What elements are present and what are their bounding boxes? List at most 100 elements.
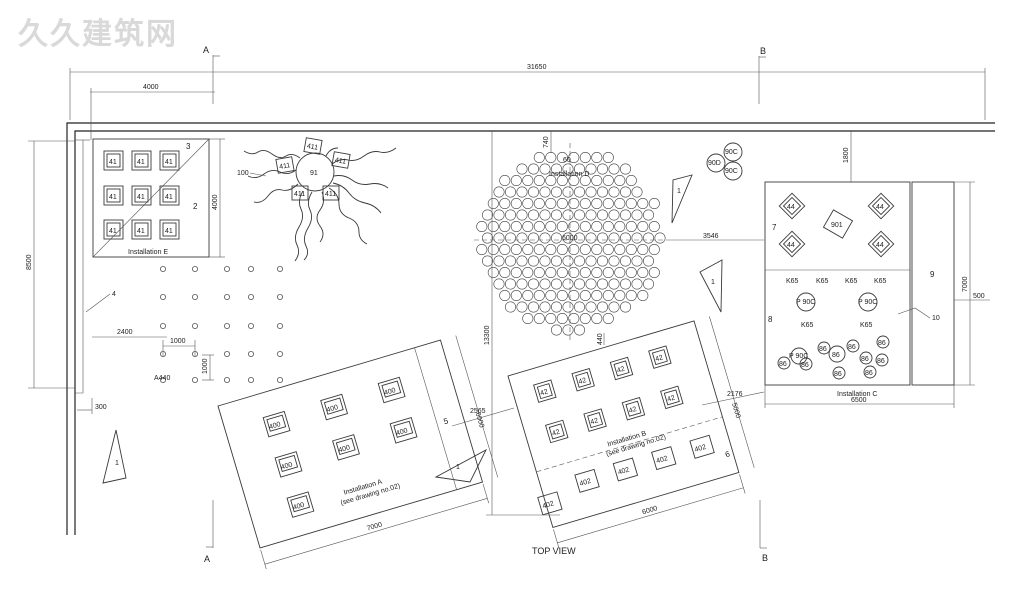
svg-text:90C: 90C [725, 149, 738, 156]
section-marker-b-top: B [758, 46, 766, 104]
svg-text:5000: 5000 [730, 402, 741, 419]
installation-d-unit [579, 221, 591, 233]
svg-text:100: 100 [237, 170, 249, 177]
installation-d-unit [631, 255, 643, 267]
installation-d-unit [522, 221, 534, 233]
installation-d-unit [619, 163, 631, 175]
svg-text:440: 440 [597, 333, 604, 345]
svg-text:8500: 8500 [26, 254, 33, 270]
installation-d-unit [619, 255, 631, 267]
svg-text:7000: 7000 [962, 276, 969, 292]
svg-text:41: 41 [137, 159, 145, 166]
svg-text:B: B [762, 553, 768, 563]
column-dot [276, 376, 283, 383]
installation-d-unit [631, 278, 643, 290]
svg-text:Installation C: Installation C [837, 391, 877, 398]
svg-text:A: A [203, 45, 209, 55]
installation-d-unit [596, 301, 608, 313]
svg-text:411: 411 [325, 191, 336, 198]
installation-d-unit [596, 232, 608, 244]
installation-d-unit [585, 163, 597, 175]
installation-d-unit [493, 255, 505, 267]
section-marker-a-top: A [203, 45, 220, 104]
installation-d-unit [608, 278, 620, 290]
column-dot [159, 376, 166, 383]
installation-d-unit [545, 152, 557, 164]
svg-text:1: 1 [115, 460, 119, 467]
installation-d-unit [579, 312, 591, 324]
installation-d-unit [568, 289, 580, 301]
sun-installation: 91 411 411 411 411 411 100 [237, 137, 397, 262]
svg-text:6000: 6000 [641, 505, 658, 516]
installation-d-unit [648, 198, 660, 210]
column-dot [276, 293, 283, 300]
installation-d-unit [556, 266, 568, 278]
installation-d-unit [487, 266, 499, 278]
installation-d-unit [499, 198, 511, 210]
svg-text:400: 400 [326, 404, 339, 414]
svg-text:86: 86 [861, 356, 869, 363]
svg-text:3: 3 [186, 142, 191, 151]
triangle-marker-1d: 1 [699, 259, 723, 313]
installation-d-unit [527, 186, 539, 198]
sun-rays [243, 147, 397, 262]
svg-text:411: 411 [294, 191, 305, 198]
svg-text:2: 2 [193, 202, 198, 211]
column-dot [247, 265, 254, 272]
svg-text:10: 10 [932, 315, 940, 322]
installation-d-unit [625, 266, 637, 278]
section-marker-b-bottom: B [759, 500, 768, 563]
installation-d-unit [568, 152, 580, 164]
installation-d-unit [608, 255, 620, 267]
svg-text:1000: 1000 [202, 358, 209, 374]
installation-d-unit [516, 163, 528, 175]
svg-text:500: 500 [973, 293, 985, 300]
installation-d-unit [545, 221, 557, 233]
svg-text:86: 86 [779, 361, 787, 368]
installation-d-unit [602, 312, 614, 324]
installation-d-unit [573, 278, 585, 290]
installation-d-unit [550, 186, 562, 198]
installation-d-unit [642, 209, 654, 221]
svg-text:402: 402 [617, 467, 630, 477]
installation-d-unit [522, 198, 534, 210]
installation-d-unit [602, 266, 614, 278]
triangle-marker-1b: 1 [434, 448, 488, 483]
installation-d-unit [602, 221, 614, 233]
installation-d-unit [579, 289, 591, 301]
dimension-left-height: 8500 [26, 140, 75, 389]
installation-d-unit [527, 301, 539, 313]
installation-d-unit [562, 186, 574, 198]
installation-d: Installation D 6000 60 [474, 143, 666, 340]
svg-text:31650: 31650 [527, 64, 547, 71]
svg-text:1: 1 [711, 279, 715, 286]
section-marker-a-bottom: A [204, 500, 214, 564]
dimension-gap-2176: 2176 [701, 391, 765, 406]
svg-text:7000: 7000 [366, 521, 383, 532]
svg-text:402: 402 [694, 444, 707, 454]
svg-text:8: 8 [768, 315, 773, 324]
svg-text:6000: 6000 [474, 412, 485, 429]
installation-d-unit [545, 289, 557, 301]
installation-d-unit [642, 278, 654, 290]
column-dot [276, 350, 283, 357]
installation-d-unit [596, 255, 608, 267]
svg-text:1000: 1000 [170, 338, 186, 345]
installation-d-unit [545, 312, 557, 324]
svg-text:402: 402 [579, 478, 592, 488]
outer-walls [66, 122, 995, 535]
installation-d-unit [516, 186, 528, 198]
installation-d-unit [487, 221, 499, 233]
installation-d-unit [539, 163, 551, 175]
installation-d-unit [499, 266, 511, 278]
installation-d-unit [539, 301, 551, 313]
svg-text:A: A [204, 554, 210, 564]
installation-d-unit [568, 312, 580, 324]
installation-d-unit [493, 278, 505, 290]
installation-d-unit [481, 255, 493, 267]
svg-text:411: 411 [279, 162, 291, 171]
svg-text:400: 400 [383, 387, 396, 397]
installation-d-unit [522, 312, 534, 324]
svg-text:41: 41 [165, 194, 173, 201]
svg-text:740: 740 [543, 136, 550, 148]
